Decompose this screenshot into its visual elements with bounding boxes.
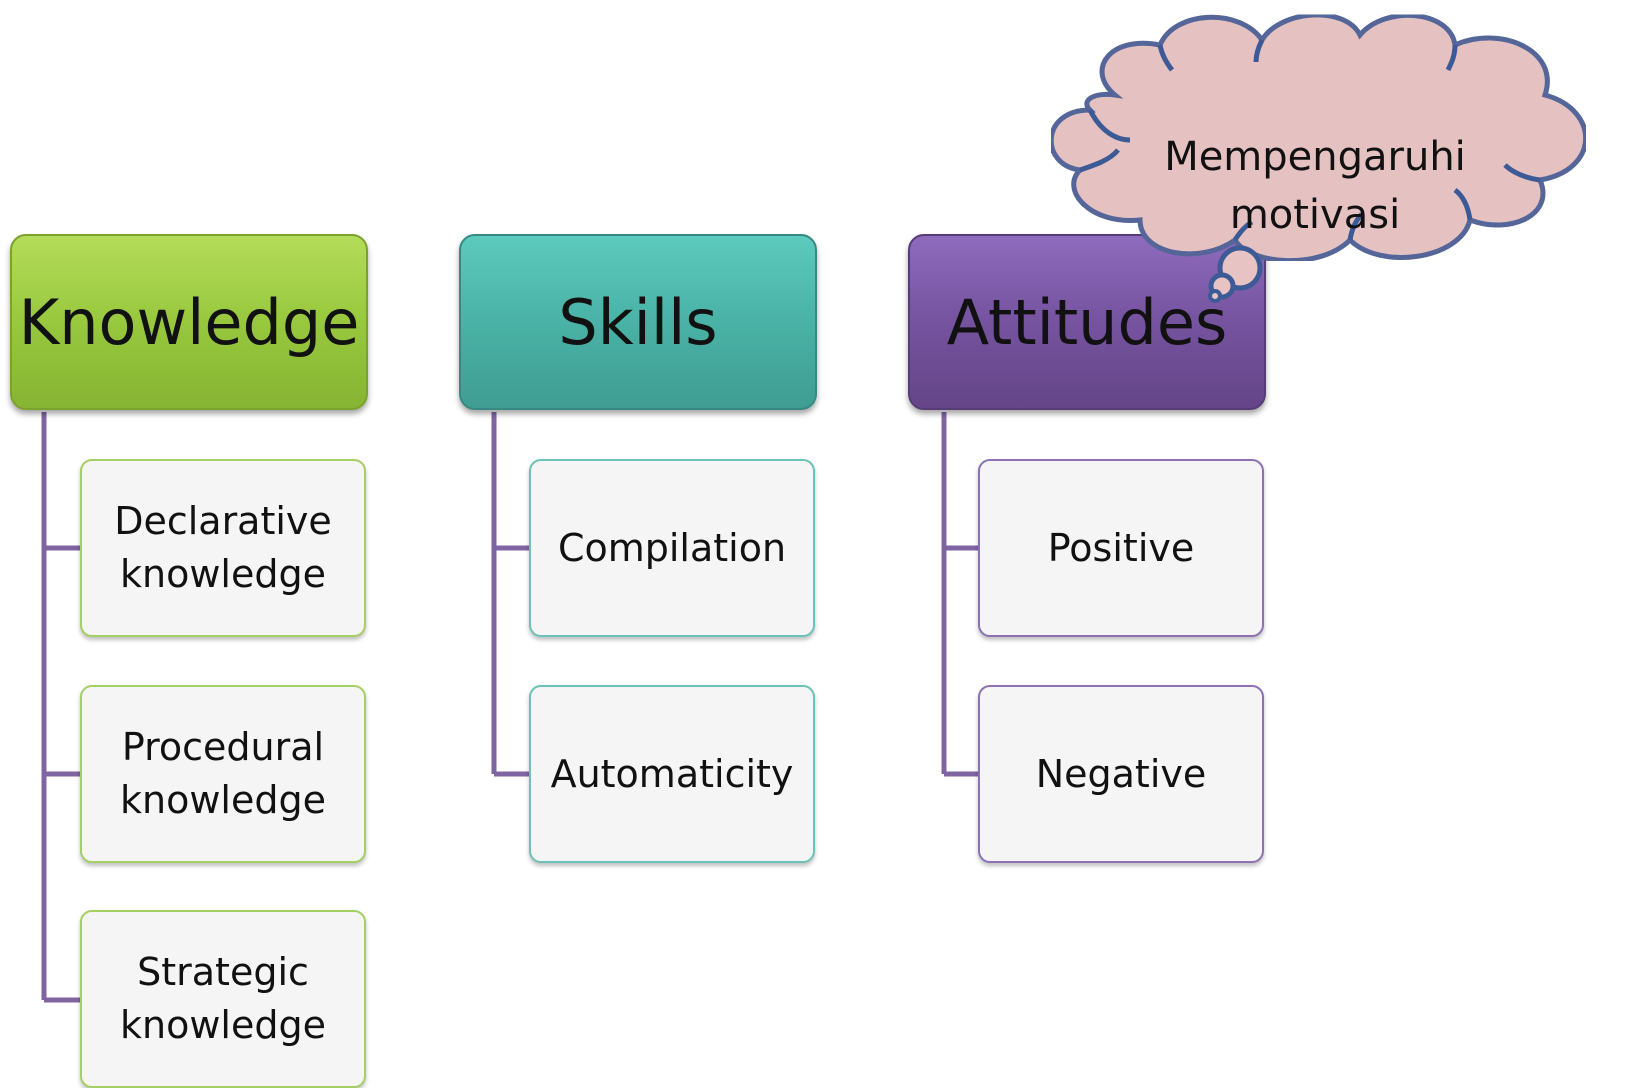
skills-header: Skills xyxy=(459,234,817,410)
knowledge-title: Knowledge xyxy=(18,285,360,359)
thought-bubble-label: Mempengaruhi motivasi xyxy=(1164,134,1466,238)
thought-bubble-text: Mempengaruhi motivasi xyxy=(1130,70,1500,244)
connector-knowledge xyxy=(41,412,80,1003)
thought-bubble-cloud xyxy=(1048,12,1589,303)
positive-box: Positive xyxy=(978,459,1264,637)
negative-box: Negative xyxy=(978,685,1264,863)
compilation-label: Compilation xyxy=(557,525,787,570)
strategic-knowledge-box: Strategic knowledge xyxy=(80,910,366,1088)
strategic-knowledge-label: Strategic knowledge xyxy=(120,950,326,1047)
cloud-shape xyxy=(1048,12,1589,264)
knowledge-header: Knowledge xyxy=(10,234,368,410)
thought-bubble-small xyxy=(1208,289,1222,303)
skills-title: Skills xyxy=(558,285,718,359)
declarative-knowledge-label: Declarative knowledge xyxy=(114,499,332,596)
declarative-knowledge-box: Declarative knowledge xyxy=(80,459,366,637)
procedural-knowledge-label: Procedural knowledge xyxy=(120,725,326,822)
attitudes-header: Attitudes xyxy=(908,234,1266,410)
attitudes-title: Attitudes xyxy=(946,285,1228,359)
positive-label: Positive xyxy=(1047,525,1195,570)
automaticity-label: Automaticity xyxy=(550,751,794,796)
procedural-knowledge-box: Procedural knowledge xyxy=(80,685,366,863)
negative-label: Negative xyxy=(1035,751,1207,796)
automaticity-box: Automaticity xyxy=(529,685,815,863)
connector-skills xyxy=(491,412,529,777)
compilation-box: Compilation xyxy=(529,459,815,637)
connector-attitudes xyxy=(941,412,978,777)
